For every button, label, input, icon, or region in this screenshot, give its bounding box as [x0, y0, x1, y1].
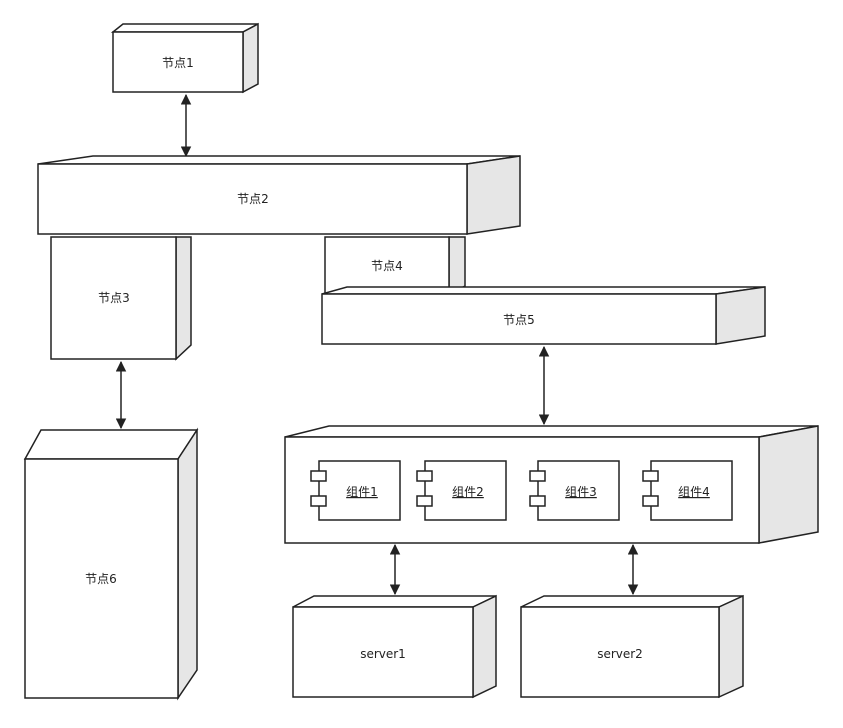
node-2[interactable]: 节点2 [37, 155, 521, 235]
component-1-label: 组件1 [346, 485, 378, 499]
node-4-label: 节点4 [371, 259, 403, 273]
connectors [115, 93, 639, 596]
server-1[interactable]: server1 [292, 594, 497, 699]
node-6[interactable]: 节点6 [23, 427, 199, 701]
component-3-label: 组件3 [565, 485, 597, 499]
node-5-label: 节点5 [503, 313, 535, 327]
node-3[interactable]: 节点3 [50, 236, 192, 361]
component-2-label: 组件2 [452, 485, 484, 499]
server-2-label: server2 [597, 647, 643, 661]
node-2-label: 节点2 [237, 192, 269, 206]
node-1-label: 节点1 [162, 56, 194, 70]
node-6-label: 节点6 [85, 572, 117, 586]
server-2[interactable]: server2 [520, 594, 744, 699]
server-1-label: server1 [360, 647, 406, 661]
component-2[interactable]: 组件2 [416, 460, 507, 521]
node-4[interactable]: 节点4 [324, 236, 466, 296]
component-4-label: 组件4 [678, 485, 710, 499]
component-1[interactable]: 组件1 [310, 460, 401, 521]
node-5[interactable]: 节点5 [321, 286, 766, 345]
node-1[interactable]: 节点1 [110, 22, 259, 94]
node-3-label: 节点3 [98, 291, 130, 305]
component-3[interactable]: 组件3 [529, 460, 620, 521]
component-4[interactable]: 组件4 [642, 460, 733, 521]
